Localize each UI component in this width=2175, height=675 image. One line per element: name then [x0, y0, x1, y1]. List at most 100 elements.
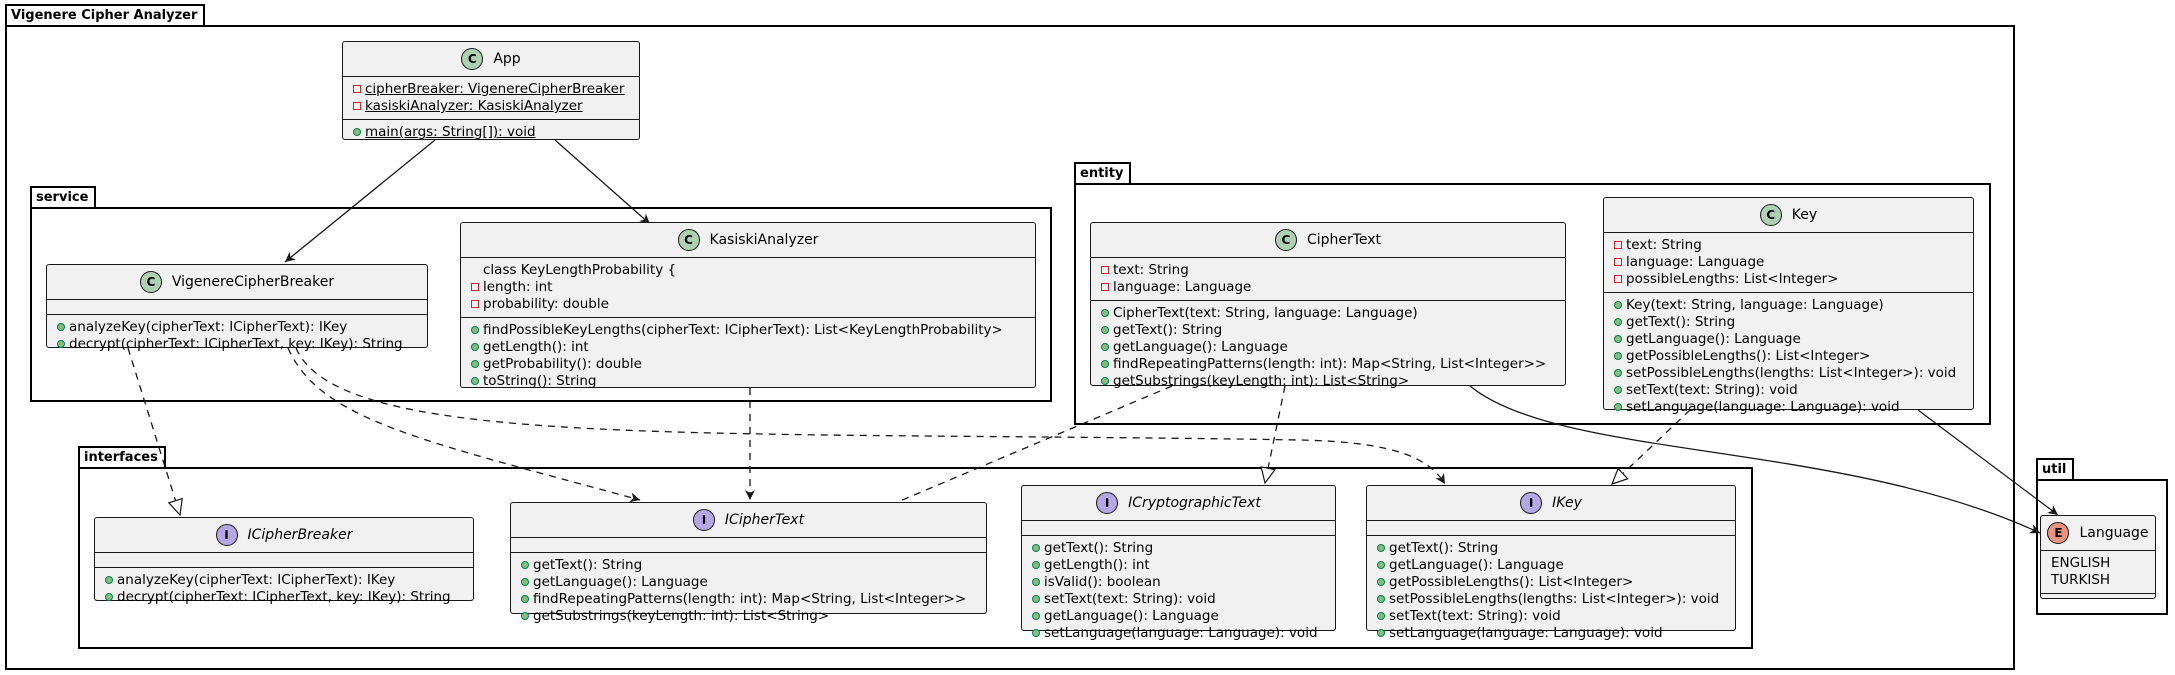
fields-section	[95, 553, 473, 568]
method-text: analyzeKey(cipherText: ICipherText): IKe…	[69, 319, 348, 335]
method-text: decrypt(cipherText: ICipherText, key: IK…	[117, 589, 451, 605]
edge-vigenere-iciphertext	[287, 347, 641, 503]
package-tab-service: service	[30, 186, 97, 208]
method-row: getLanguage(): Language	[521, 574, 980, 591]
enum-value: ENGLISH	[2051, 555, 2111, 571]
class-stereotype-icon: C	[1274, 229, 1297, 251]
public-icon	[1377, 591, 1389, 608]
class-name: ICipherBreaker	[247, 527, 353, 543]
field-row: text: String	[1101, 262, 1559, 279]
method-text: findPossibleKeyLengths(cipherText: ICiph…	[483, 322, 1003, 338]
method-text: Key(text: String, language: Language)	[1626, 297, 1884, 313]
package-tab-entity: entity	[1074, 162, 1132, 184]
method-row: getLanguage(): Language	[1032, 608, 1329, 625]
public-icon	[1032, 574, 1044, 591]
public-icon	[1101, 356, 1113, 373]
edge-ciphertext-icrypto	[1260, 385, 1286, 485]
field-text: possibleLengths: List<Integer>	[1626, 271, 1839, 287]
public-icon	[1032, 557, 1044, 574]
fields-section: class KeyLengthProbability { length: int…	[461, 258, 1035, 318]
method-text: getText(): String	[1389, 540, 1499, 556]
public-icon	[1101, 322, 1113, 339]
field-row: probability: double	[471, 296, 1029, 313]
field-row: kasiskiAnalyzer: KasiskiAnalyzer	[353, 98, 633, 115]
method-text: findRepeatingPatterns(length: int): Map<…	[1113, 356, 1547, 372]
method-text: getLanguage(): Language	[1626, 331, 1801, 347]
method-row: setText(text: String): void	[1032, 591, 1329, 608]
public-icon	[57, 319, 69, 336]
method-row: getPossibleLengths(): List<Integer>	[1377, 574, 1729, 591]
method-row: getProbability(): double	[471, 356, 1029, 373]
private-icon	[1614, 271, 1626, 288]
edge-vigenere-ikey	[295, 347, 1446, 485]
private-icon	[1101, 279, 1113, 296]
methods-section: main(args: String[]): void	[343, 120, 639, 145]
public-icon	[1101, 373, 1113, 390]
public-icon	[471, 339, 483, 356]
method-text: getPossibleLengths(): List<Integer>	[1389, 574, 1634, 590]
private-icon	[1614, 254, 1626, 271]
method-row: decrypt(cipherText: ICipherText, key: IK…	[105, 589, 467, 606]
method-row: setPossibleLengths(lengths: List<Integer…	[1614, 365, 1967, 382]
methods-section: CipherText(text: String, language: Langu…	[1091, 301, 1565, 394]
class-stereotype-icon: C	[677, 229, 700, 251]
methods-section: analyzeKey(cipherText: ICipherText): IKe…	[95, 568, 473, 610]
method-row: analyzeKey(cipherText: ICipherText): IKe…	[105, 572, 467, 589]
class-name: Language	[2079, 525, 2149, 541]
values-section: ENGLISH TURKISH	[2041, 551, 2155, 594]
edge-key-language	[1917, 409, 2059, 516]
class-name: Key	[1791, 207, 1818, 223]
package-entity	[1074, 183, 1991, 425]
public-icon	[521, 608, 533, 625]
public-icon	[1377, 540, 1389, 557]
public-icon	[1614, 314, 1626, 331]
public-icon	[521, 557, 533, 574]
public-icon	[1614, 331, 1626, 348]
method-row: toString(): String	[471, 373, 1029, 390]
package-label-entity: entity	[1080, 166, 1124, 181]
public-icon	[1101, 305, 1113, 322]
field-text: text: String	[1113, 262, 1189, 278]
edge-app-vigenere	[284, 139, 436, 263]
method-row: findRepeatingPatterns(length: int): Map<…	[1101, 356, 1559, 373]
package-interfaces	[78, 467, 1753, 649]
public-icon	[105, 589, 117, 606]
method-row: getText(): String	[521, 557, 980, 574]
method-text: setText(text: String): void	[1044, 591, 1216, 607]
fields-section	[1022, 521, 1335, 536]
method-row: setLanguage(language: Language): void	[1032, 625, 1329, 642]
method-row: getLength(): int	[1032, 557, 1329, 574]
method-row: getLength(): int	[471, 339, 1029, 356]
private-icon	[471, 279, 483, 296]
field-text: cipherBreaker: VigenereCipherBreaker	[365, 81, 625, 97]
fields-section: text: String language: Language possible…	[1604, 233, 1973, 293]
public-icon	[1032, 591, 1044, 608]
package-util	[2036, 479, 2168, 615]
fields-section	[511, 538, 986, 553]
edge-ciphertext-iciphertext	[853, 385, 1173, 522]
public-icon	[105, 572, 117, 589]
private-icon	[1614, 237, 1626, 254]
field-text: text: String	[1626, 237, 1702, 253]
method-text: getLanguage(): Language	[533, 574, 708, 590]
methods-section: getText(): String getLength(): int isVal…	[1022, 536, 1335, 646]
interface-stereotype-icon: I	[1096, 492, 1119, 514]
method-row: setPossibleLengths(lengths: List<Integer…	[1377, 591, 1729, 608]
public-icon	[471, 322, 483, 339]
method-row: getLanguage(): Language	[1377, 557, 1729, 574]
methods-section: findPossibleKeyLengths(cipherText: ICiph…	[461, 318, 1035, 394]
method-text: getText(): String	[533, 557, 643, 573]
method-text: decrypt(cipherText: ICipherText, key: IK…	[69, 336, 403, 352]
method-row: getText(): String	[1614, 314, 1967, 331]
method-row: getLanguage(): Language	[1614, 331, 1967, 348]
method-text: getText(): String	[1113, 322, 1223, 338]
field-row: length: int	[471, 279, 1029, 296]
class-name: VigenereCipherBreaker	[171, 274, 335, 290]
